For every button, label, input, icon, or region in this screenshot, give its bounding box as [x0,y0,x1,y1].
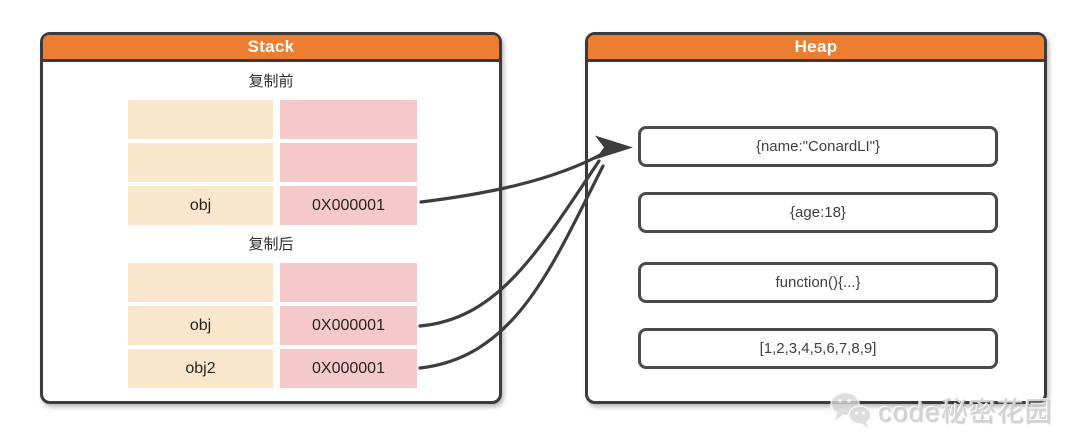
stack-table-after-copy: obj 0X000001 obj2 0X000001 [128,263,417,388]
table-row [128,263,417,302]
section-label-before-copy: 复制前 [248,73,294,90]
var-value-cell [280,100,417,139]
stack-table-before-copy: obj 0X000001 [128,100,417,225]
table-row: obj 0X000001 [128,186,417,225]
var-name-cell [128,263,273,302]
table-row: obj2 0X000001 [128,349,417,388]
stack-title: Stack [247,37,295,56]
heap-object-function: function(){...} [638,262,998,303]
watermark-text: code秘密花园 [878,396,1053,427]
heap-object-array: [1,2,3,4,5,6,7,8,9] [638,328,998,369]
watermark: code秘密花园 [828,386,1053,432]
var-value-cell: 0X000001 [280,186,417,225]
var-name-cell [128,143,273,182]
heap-panel-header: Heap [588,35,1044,62]
stack-panel: Stack 复制前 obj 0X000001 复制后 [40,32,502,404]
heap-panel: Heap {name:"ConardLI"} {age:18} function… [585,32,1047,404]
var-value-cell: 0X000001 [280,306,417,345]
table-row [128,143,417,182]
section-label-after-copy: 复制后 [248,236,294,253]
var-name-cell: obj2 [128,349,273,388]
heap-object-age: {age:18} [638,192,998,233]
heap-title: Heap [794,37,838,56]
var-name-cell: obj [128,186,273,225]
var-value-cell [280,263,417,302]
var-name-cell [128,100,273,139]
heap-body: {name:"ConardLI"} {age:18} function(){..… [588,62,1044,398]
var-name-cell: obj [128,306,273,345]
var-value-cell: 0X000001 [280,349,417,388]
stack-body: 复制前 obj 0X000001 复制后 [43,70,499,406]
table-row [128,100,417,139]
var-value-cell [280,143,417,182]
wechat-icon [830,391,872,428]
table-row: obj 0X000001 [128,306,417,345]
stack-panel-header: Stack [43,35,499,62]
heap-object-name: {name:"ConardLI"} [638,126,998,167]
